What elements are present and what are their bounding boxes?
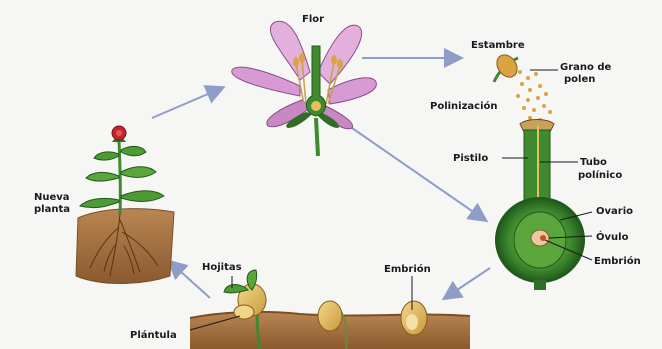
label-grano-de-polen-1: Grano de xyxy=(560,62,612,73)
plant-leaf xyxy=(121,191,164,202)
flower-ovule xyxy=(311,101,321,111)
pistil-illustration xyxy=(496,120,584,291)
label-ovario: Ovario xyxy=(596,206,633,217)
stamen-illustration xyxy=(493,51,522,82)
label-embrion-right: Embrión xyxy=(594,255,641,267)
flower-stem xyxy=(316,118,318,156)
arrow-flower-to-pistil xyxy=(352,128,485,220)
label-tubo-polinico-2: polínico xyxy=(578,169,622,181)
plant-leaf xyxy=(121,167,156,178)
flower-illustration xyxy=(232,21,377,156)
plant-leaf xyxy=(80,198,119,207)
label-ovulo: Óvulo xyxy=(596,230,629,243)
seed-with-embryo xyxy=(401,301,427,335)
label-pistilo: Pistilo xyxy=(453,153,488,164)
new-plant-illustration xyxy=(76,126,174,284)
plant-soil-block xyxy=(76,209,174,284)
label-nueva-planta-1: Nueva xyxy=(34,192,70,203)
label-plantula: Plántula xyxy=(130,329,177,341)
label-tubo-polinico-1: Tubo xyxy=(580,157,607,168)
pollen-grains xyxy=(516,70,552,122)
pistil-base xyxy=(534,280,546,290)
plant-leaf xyxy=(121,146,146,155)
label-nueva-planta-2: planta xyxy=(34,204,70,215)
label-flor: Flor xyxy=(302,14,324,25)
petal-back-right xyxy=(318,25,362,84)
label-polinizacion: Polinización xyxy=(430,100,498,112)
plant-leaf xyxy=(94,152,119,160)
arrow-plant-to-flower xyxy=(152,88,222,118)
arrow-pistil-to-seed xyxy=(445,268,490,298)
label-embrion-seed: Embrión xyxy=(384,263,431,275)
label-estambre: Estambre xyxy=(471,40,525,51)
plant-leaf xyxy=(86,172,119,181)
petal-back-left xyxy=(270,21,310,80)
petal-left xyxy=(232,67,300,96)
label-hojitas: Hojitas xyxy=(202,262,242,273)
label-grano-de-polen-2: polen xyxy=(564,74,595,85)
